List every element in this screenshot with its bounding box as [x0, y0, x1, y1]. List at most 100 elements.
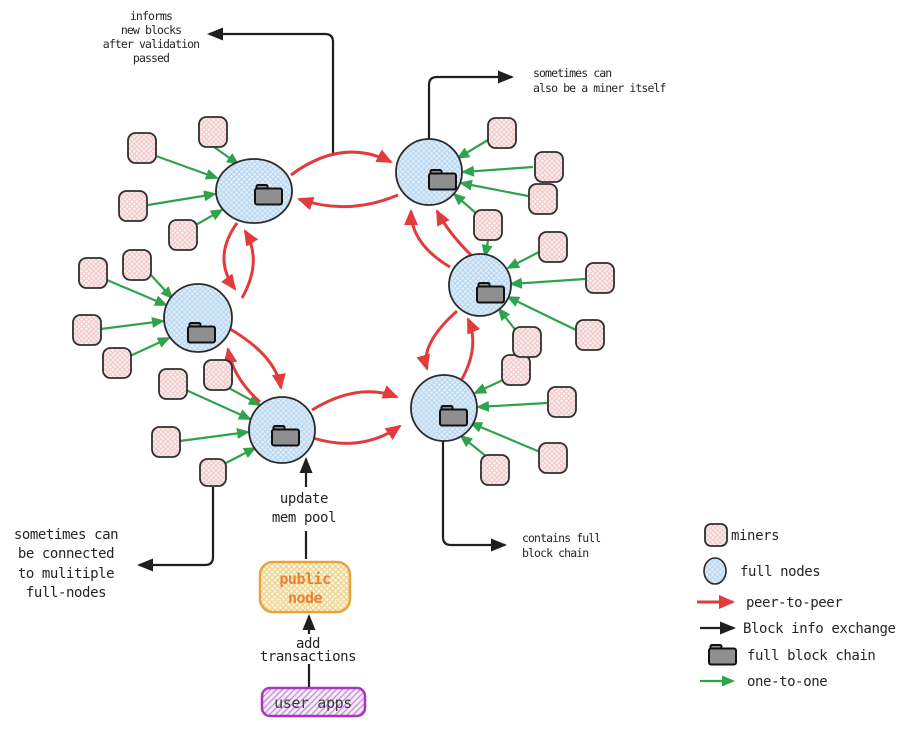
contains-connector — [441, 441, 507, 552]
full-block-chain-icon — [428, 169, 457, 191]
annotation-line: update — [280, 491, 328, 507]
legend-one-to-one-label: one-to-one — [747, 674, 827, 690]
one-to-one-arrow — [506, 296, 577, 331]
legend-full-nodes-label: full nodes — [740, 564, 820, 580]
miner — [203, 359, 233, 391]
miner — [158, 368, 188, 400]
miner — [501, 354, 531, 386]
peer-to-peer-arrow — [229, 327, 286, 390]
user-apps-shape — [260, 686, 367, 718]
miner — [199, 458, 227, 487]
annotation-contains: contains full block chain — [522, 531, 601, 560]
one-to-one-arrow — [459, 179, 529, 198]
miner — [72, 314, 102, 346]
one-to-one-arrow — [506, 251, 540, 269]
one-to-one-arrow — [509, 277, 586, 289]
full-block-chain-icon — [271, 425, 300, 447]
miners — [72, 116, 615, 487]
annotation-line: transactions — [260, 649, 356, 665]
annotation-line: be connected — [18, 546, 114, 562]
annotation-informs: informs new blocks after validation pass… — [103, 9, 200, 65]
peer-to-peer-arrows — [221, 149, 481, 445]
one-to-one-arrow — [193, 209, 224, 227]
annotation-line: passed — [133, 51, 169, 65]
legend-peer-to-peer-label: peer-to-peer — [746, 595, 842, 611]
miner — [127, 132, 157, 164]
peer-to-peer-arrow — [435, 209, 476, 260]
miner — [487, 117, 517, 149]
full-block-chain-icon — [254, 184, 283, 206]
legend-block-info-label: Block info exchange — [743, 621, 896, 637]
one-to-one-arrow — [129, 337, 171, 357]
one-to-one-arrow — [476, 400, 548, 412]
one-to-one-arrow — [226, 386, 262, 406]
one-to-one-arrow — [100, 316, 165, 331]
miner — [575, 319, 605, 351]
miner — [122, 249, 152, 281]
miner — [198, 116, 228, 148]
one-to-one-arrow — [473, 378, 506, 394]
one-to-one-arrow — [149, 273, 174, 300]
block-info-connectors — [137, 27, 514, 687]
one-to-one-arrow — [461, 165, 534, 177]
one-to-one-arrow — [147, 190, 217, 207]
one-to-one-arrows — [100, 139, 586, 465]
peer-to-peer-arrow — [460, 317, 481, 380]
miner — [151, 426, 181, 458]
full-block-chain-icon — [439, 405, 468, 427]
annotation-line: to mulitiple — [18, 566, 114, 582]
legend-full-node-icon — [703, 557, 727, 585]
peer-to-peer-arrow — [240, 229, 259, 299]
annotation-line: contains full — [522, 531, 600, 545]
one-to-one-arrow — [179, 427, 250, 443]
legend-full-block-chain-label: full block chain — [747, 648, 875, 664]
annotation-multiple: sometimes can be connected to mulitiple … — [14, 527, 119, 601]
peer-to-peer-arrow — [221, 222, 239, 291]
full-block-chain-icon — [476, 282, 505, 304]
peer-to-peer-arrow — [290, 149, 393, 177]
full-nodes — [163, 138, 512, 464]
legend-miner-icon — [704, 523, 728, 547]
peer-to-peer-arrow — [312, 424, 402, 445]
miner — [528, 183, 558, 215]
annotation-line: new blocks — [121, 23, 181, 37]
peer-to-peer-arrow — [223, 347, 261, 404]
annotation-update-mem-pool: update mem pool — [272, 491, 337, 526]
legend: miners full nodes peer-to-peer Block inf… — [697, 523, 896, 690]
public-node-shape — [258, 560, 352, 614]
miner — [168, 219, 198, 251]
annotation-add-transactions: add transactions — [260, 636, 357, 665]
one-to-one-arrow — [497, 307, 518, 333]
one-to-one-arrow — [456, 139, 489, 160]
one-to-one-arrow — [106, 278, 168, 307]
annotation-line: full-nodes — [26, 585, 106, 601]
annotation-line: sometimes can — [14, 527, 118, 543]
public-node-box: public node — [258, 560, 352, 614]
user-apps-box: user apps — [260, 686, 367, 718]
one-to-one-arrow — [459, 434, 488, 458]
one-to-one-arrow — [155, 154, 219, 180]
annotation-line: add — [296, 636, 320, 652]
miner — [102, 347, 132, 379]
miner — [585, 262, 615, 294]
miner — [547, 386, 577, 418]
miner — [538, 231, 568, 263]
legend-miners-label: miners — [731, 528, 779, 544]
annotation-line: sometimes can — [533, 66, 611, 80]
peer-to-peer-arrow — [416, 309, 458, 371]
one-to-one-arrow — [481, 240, 493, 258]
user-apps-label: user apps — [274, 694, 352, 712]
annotation-line: also be a miner itself — [533, 81, 666, 95]
miner — [512, 326, 542, 358]
peer-to-peer-arrow — [404, 209, 451, 269]
peer-to-peer-arrow — [297, 193, 399, 211]
one-to-one-arrow — [185, 388, 252, 421]
public-node-label-line2: node — [288, 589, 323, 607]
full-node-top-right — [395, 138, 463, 206]
miner — [534, 151, 564, 183]
informs-connector — [207, 27, 335, 156]
miner — [118, 190, 148, 222]
peer-to-peer-arrow — [311, 385, 399, 412]
